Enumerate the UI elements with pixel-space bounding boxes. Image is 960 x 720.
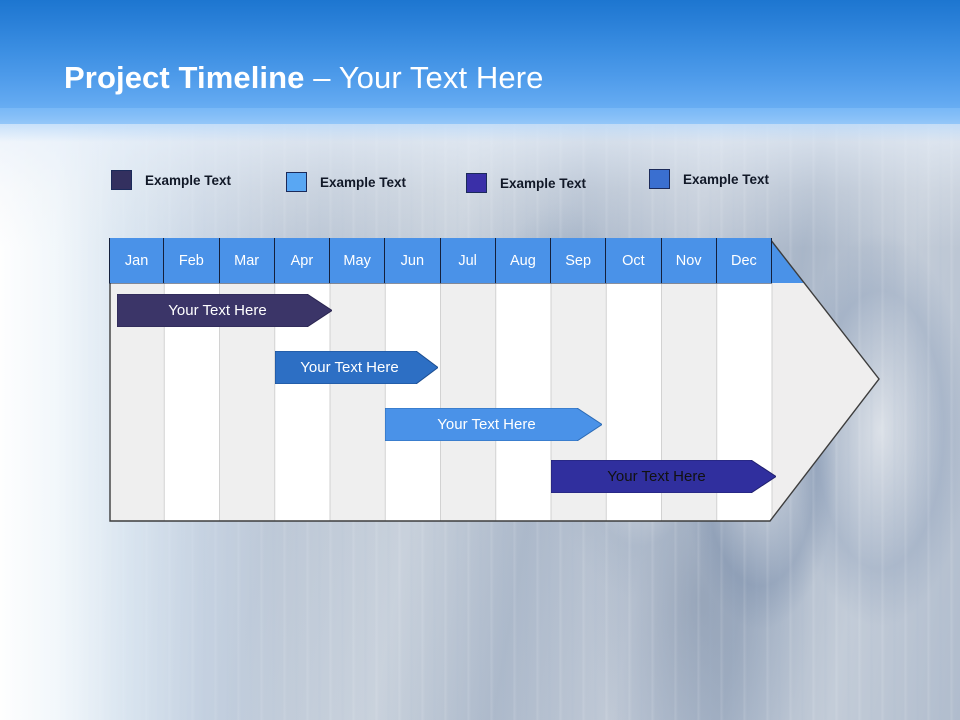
- grid-lines: [163, 283, 773, 521]
- month-cell-jul[interactable]: Jul: [440, 238, 496, 283]
- bar-arrow-shape: [275, 351, 438, 384]
- month-cell-mar[interactable]: Mar: [219, 238, 275, 283]
- month-cell-may[interactable]: May: [330, 238, 386, 283]
- bar-arrow-shape: [551, 460, 776, 493]
- month-label: May: [343, 252, 371, 269]
- month-label: Aug: [509, 252, 536, 269]
- month-label: Apr: [290, 252, 314, 269]
- bar-arrow-shape: [117, 294, 332, 327]
- month-cell-oct[interactable]: Oct: [606, 238, 662, 283]
- legend-item-3[interactable]: Example Text: [466, 173, 586, 193]
- timeline-bar-1[interactable]: Your Text Here: [117, 294, 332, 327]
- legend-item-label: Example Text: [683, 171, 770, 187]
- page-title-rest: – Your Text Here: [313, 60, 544, 95]
- timeline-bar-label: Your Text Here: [607, 468, 706, 485]
- timeline-bar-3[interactable]: Your Text Here: [385, 408, 602, 441]
- timeline-bar-4[interactable]: Your Text Here: [551, 460, 776, 493]
- legend-swatch-icon: [286, 172, 307, 192]
- month-label: Jul: [458, 252, 477, 269]
- bar-arrow-shape: [385, 408, 602, 441]
- month-cell-aug[interactable]: Aug: [495, 238, 551, 283]
- month-cell-feb[interactable]: Feb: [164, 238, 220, 283]
- month-label: Dec: [730, 252, 757, 269]
- month-label: Feb: [178, 252, 204, 269]
- legend-item-4[interactable]: Example Text: [649, 169, 769, 189]
- page-title: Project Timeline – Your Text Here: [64, 60, 543, 96]
- legend-item-1[interactable]: Example Text: [111, 170, 231, 190]
- legend-swatch-icon: [649, 169, 670, 189]
- month-cell-nov[interactable]: Nov: [661, 238, 717, 283]
- timeline-bar-label: Your Text Here: [437, 416, 536, 433]
- month-label: Jun: [400, 252, 425, 269]
- title-band-glow: [0, 108, 960, 142]
- legend-item-label: Example Text: [145, 172, 232, 188]
- month-label: Sep: [565, 252, 592, 269]
- timeline-bar-label: Your Text Here: [168, 302, 267, 319]
- timeline-bar-2[interactable]: Your Text Here: [275, 351, 438, 384]
- month-label: Nov: [675, 252, 702, 269]
- legend-swatch-icon: [111, 170, 132, 190]
- month-label: Mar: [234, 252, 260, 269]
- month-cell-sep[interactable]: Sep: [551, 238, 607, 283]
- timeline-bar-label: Your Text Here: [300, 359, 399, 376]
- month-label: Oct: [622, 252, 645, 269]
- legend-item-2[interactable]: Example Text: [286, 172, 406, 192]
- timeline-chart: Jan Feb Mar Apr May Jun Jul Aug Sep Oct …: [109, 238, 880, 522]
- legend-swatch-icon: [466, 173, 487, 193]
- title-band: [0, 0, 960, 124]
- legend-item-label: Example Text: [500, 175, 587, 191]
- month-label: Jan: [124, 252, 149, 269]
- page-title-bold: Project Timeline: [64, 60, 305, 95]
- legend-item-label: Example Text: [320, 174, 407, 190]
- month-cell-jan[interactable]: Jan: [109, 238, 165, 283]
- month-cell-jun[interactable]: Jun: [385, 238, 441, 283]
- month-cell-dec[interactable]: Dec: [716, 238, 772, 283]
- month-cell-apr[interactable]: Apr: [274, 238, 330, 283]
